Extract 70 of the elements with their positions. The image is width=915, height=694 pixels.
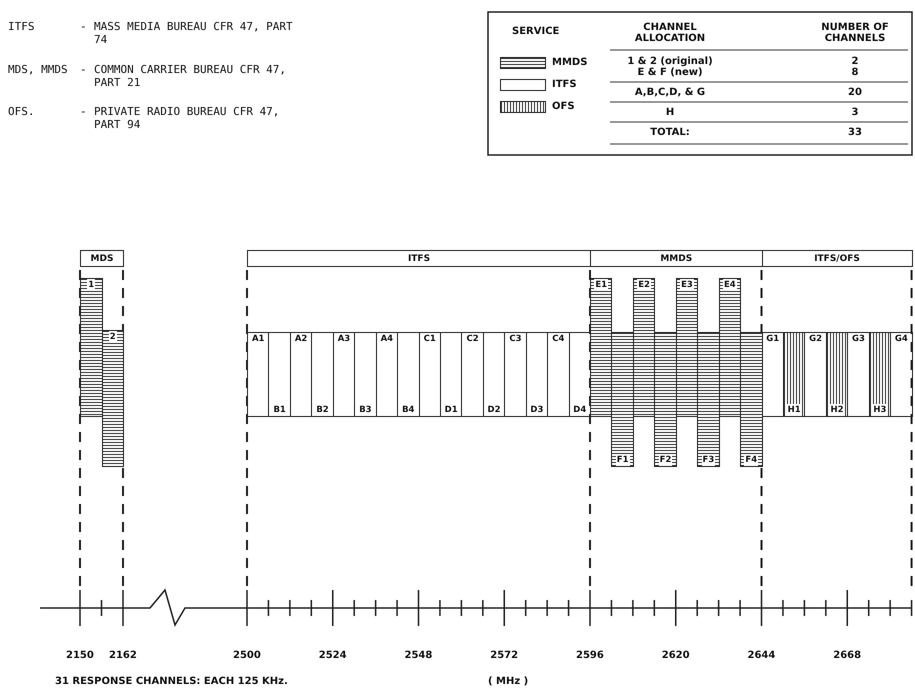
dash-separator: - [80,63,87,76]
legend-label: OFS [552,101,575,112]
channel-block: E2 [632,278,656,417]
tick-label: 2548 [404,650,432,661]
tick-label: 2596 [576,650,604,661]
band-header: MDS [80,250,124,267]
tick-label: 2500 [233,650,261,661]
channel-block: E3 [676,278,698,417]
channel-block: E1 [590,278,612,417]
bureau-text: PRIVATE RADIO BUREAU CFR 47, PART 94 [94,105,280,131]
channel-block: F1 [611,332,634,467]
channel-block: C1 [418,332,441,417]
table-cell-text: A,B,C,D, & G [634,87,706,98]
channel-block: C4 [547,332,570,417]
channel-block: D3 [526,332,548,417]
channel-block: A4 [376,332,398,417]
column-header: SERVICE [512,26,560,37]
band-header: MMDS [590,250,762,267]
channel-block: B2 [311,332,334,417]
band-header: ITFS/OFS [762,250,913,267]
legend-label: ITFS [552,79,577,90]
channel-block: E4 [718,278,742,417]
band-header: ITFS [247,250,591,267]
channel-block: 2 [102,330,124,467]
column-header: CHANNEL ALLOCATION [634,22,706,44]
service-name: OFS. [8,105,34,118]
table-cell-text: 8 [850,67,860,78]
service-name: ITFS [8,20,34,33]
channel-block: 1 [80,278,102,417]
tick-label: 2644 [748,650,776,661]
table-cell-text: 1 & 2 (original) [626,56,714,67]
table-cell-text: 20 [847,87,863,98]
channel-block: A1 [247,332,270,417]
channel-block: C3 [504,332,527,417]
channel-block: B4 [397,332,420,417]
channel-block: G4 [890,332,913,417]
channel-block: A3 [332,332,356,417]
bureau-text: MASS MEDIA BUREAU CFR 47, PART 74 [94,20,294,46]
service-name: MDS, MMDS [8,63,68,76]
channel-block: H3 [868,332,892,417]
table-cell-text: H [664,107,676,118]
tick-label: 2572 [490,650,518,661]
channel-block: D2 [482,332,506,417]
table-cell-text: 2 [850,56,860,67]
tick-label: 2524 [318,650,347,661]
tick-label: 2620 [662,650,690,661]
table-cell-text: TOTAL: [649,127,691,138]
channel-block: C2 [461,332,484,417]
column-header: NUMBER OF CHANNELS [820,22,890,44]
channel-block: H1 [782,332,806,417]
unit-label: ( MHz ) [488,676,528,687]
table-cell-text: E & F (new) [636,67,704,78]
bureau-text: COMMON CARRIER BUREAU CFR 47, PART 21 [94,63,288,89]
tick-label: 2150 [66,650,94,661]
channel-block: B3 [354,332,377,417]
channel-block: D1 [440,332,462,417]
channel-block: F3 [697,332,720,467]
dash-separator: - [80,20,87,33]
channel-block: F2 [654,332,677,467]
channel-block: A2 [290,332,312,417]
tick-label: 2162 [109,650,137,661]
channel-block: B1 [268,332,291,417]
channel-block: F4 [740,332,762,467]
dash-separator: - [80,105,87,118]
channel-block: H2 [826,332,848,417]
legend-label: MMDS [552,57,588,68]
tick-label: 2668 [833,650,862,661]
footnote: 31 RESPONSE CHANNELS: EACH 125 KHz. [55,676,288,687]
table-cell-text: 33 [847,127,863,138]
table-cell-text: 3 [850,107,860,118]
